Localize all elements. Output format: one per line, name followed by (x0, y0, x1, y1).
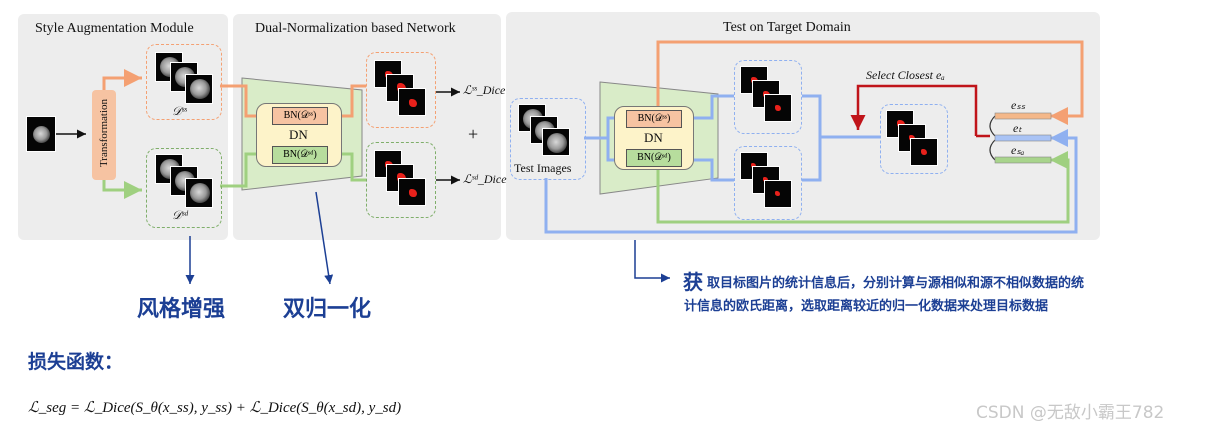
selected-output-group (880, 104, 948, 174)
target-output-ss-group (734, 60, 802, 134)
explanation-line-1: 取目标图片的统计信息后，分别计算与源相似和源不相似数据的统 (707, 276, 1085, 291)
dss-slice-3 (185, 74, 213, 104)
loss-sd-label: ℒˢᵈ_Dice (463, 172, 507, 186)
test-slice-3 (542, 128, 570, 156)
plus-sign: + (468, 124, 479, 144)
output-ss-slice-3 (398, 88, 426, 116)
dsd-group (146, 148, 222, 228)
style-augmentation-title: Style Augmentation Module (35, 21, 194, 36)
output-sd-slice-3 (398, 178, 426, 206)
input-image (26, 116, 56, 152)
test-images-group (510, 98, 586, 180)
loss-function-heading: 损失函数： (28, 351, 124, 373)
dsd-label: 𝒟ˢᵈ (172, 208, 188, 222)
e-sd-label: eₛₐ (1011, 143, 1025, 157)
target-output-sd-group (734, 146, 802, 220)
loss-ss-label: ℒˢˢ_Dice (463, 83, 506, 97)
select-closest-label: Select Closest eₐ (866, 68, 945, 82)
bn-ss-left: BN(𝒟ˢˢ) (272, 107, 328, 125)
bn-sd-target: BN(𝒟ˢᵈ) (626, 149, 682, 167)
dsd-slice-3 (185, 178, 213, 208)
target-output-ss-slice-3 (764, 94, 792, 122)
dn-label-target: DN (644, 130, 663, 145)
style-augmentation-cn-label: 风格增强 (137, 297, 226, 322)
bn-sd-left: BN(𝒟ˢᵈ) (272, 146, 328, 164)
dual-normalization-title: Dual-Normalization based Network (255, 21, 456, 36)
explanation-line-2: 计信息的欧氏距离，选取距离较近的归一化数据来处理目标数据 (684, 299, 1049, 314)
dual-normalization-cn-label: 双归一化 (283, 297, 372, 322)
watermark: CSDN @无敌小霸王782 (976, 403, 1165, 423)
dsd-slice-2 (170, 166, 198, 196)
dss-group (146, 44, 222, 120)
explanation-big-char: 获 (683, 270, 703, 294)
target-domain-title: Test on Target Domain (723, 20, 851, 35)
bn-ss-target: BN(𝒟ˢˢ) (626, 110, 682, 128)
transformation-label: Transformation (98, 98, 110, 168)
e-t-label: eₜ (1013, 121, 1022, 135)
test-images-label: Test Images (514, 161, 572, 175)
loss-formula: ℒ_seg = ℒ_Dice(S_θ(x_ss), y_ss) + ℒ_Dice… (28, 400, 402, 416)
dss-label: 𝒟ˢˢ (172, 104, 187, 118)
output-ss-group (366, 52, 436, 128)
target-output-sd-slice-3 (764, 180, 792, 208)
transformation-block (92, 90, 116, 180)
output-sd-group (366, 142, 436, 218)
e-ss-label: eₛₛ (1011, 98, 1026, 112)
selected-slice-3 (910, 138, 938, 166)
dn-label-left: DN (289, 127, 308, 142)
